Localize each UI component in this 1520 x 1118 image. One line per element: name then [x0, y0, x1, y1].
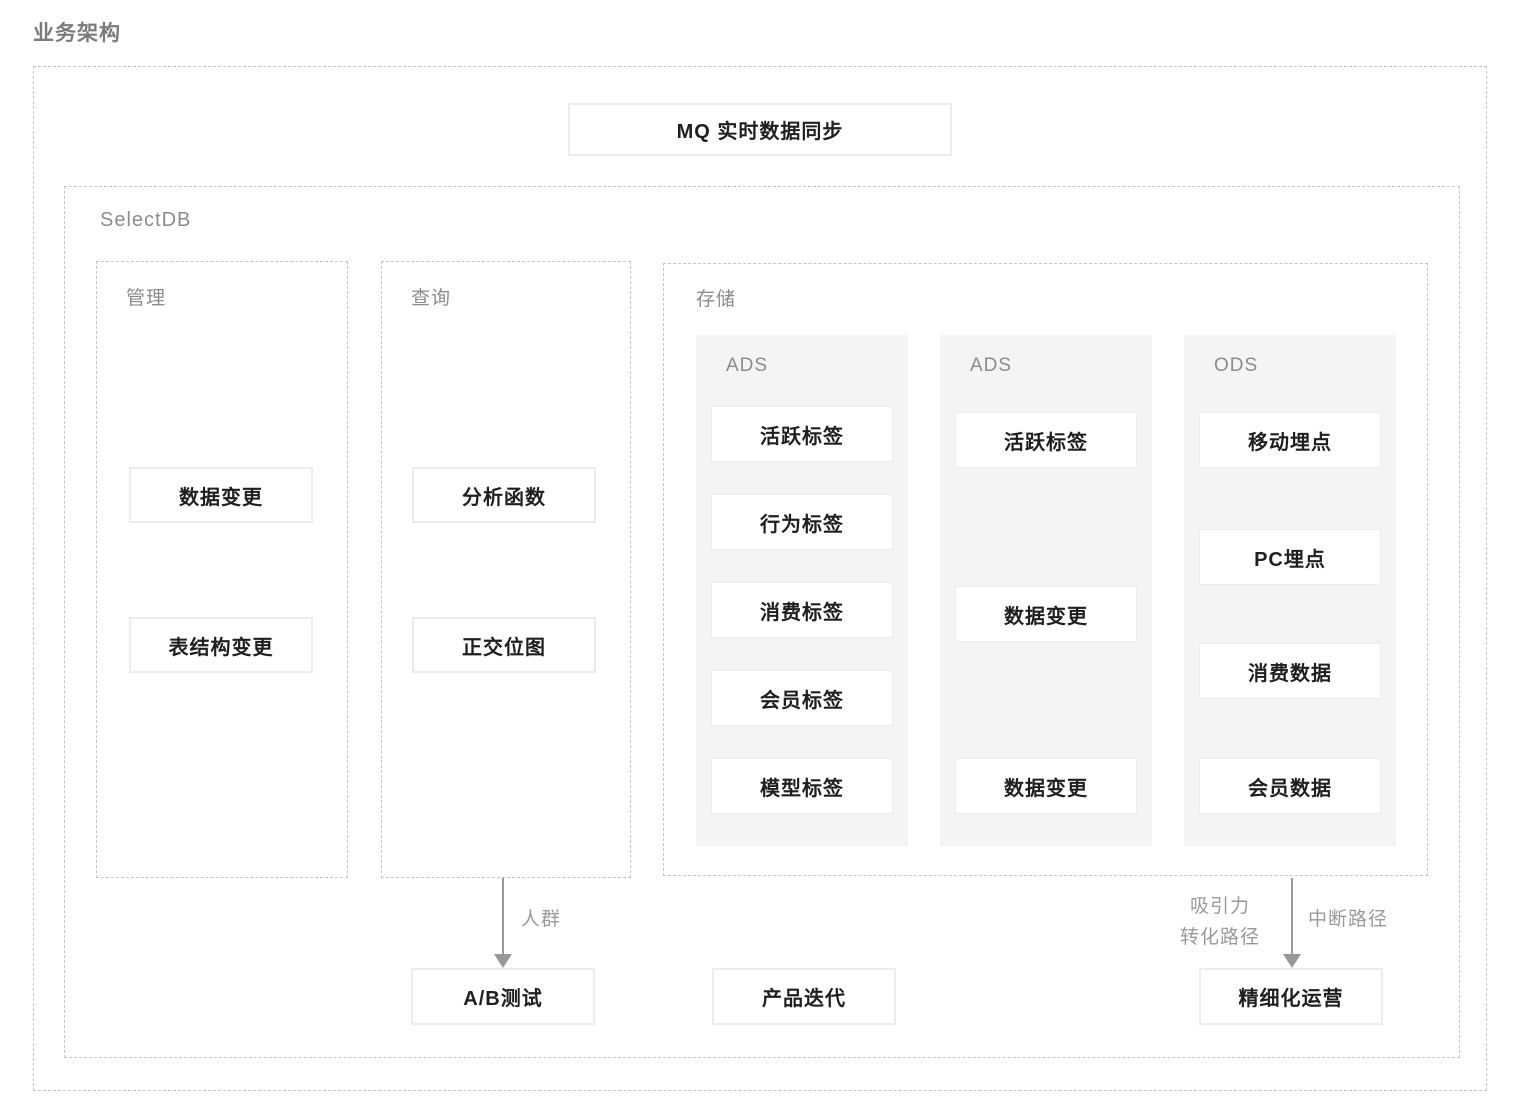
selectdb-group: SelectDB 管理 数据变更 表结构变更 查询 分析函数 正交位图 存储 A…: [64, 186, 1460, 1058]
arrow-path-line: [1291, 878, 1293, 956]
node-member-tags: 会员标签: [711, 670, 893, 726]
manage-group: 管理 数据变更 表结构变更: [96, 261, 348, 878]
storage-label: 存储: [696, 289, 737, 310]
ads-1-label: ADS: [726, 355, 769, 376]
node-data-change-2: 数据变更: [955, 586, 1137, 642]
node-model-tags: 模型标签: [711, 758, 893, 814]
node-data-change-3: 数据变更: [955, 758, 1137, 814]
arrow-crowd-line: [502, 878, 504, 956]
query-group: 查询 分析函数 正交位图: [381, 261, 631, 878]
outer-architecture-container: [33, 66, 1487, 1091]
storage-column-ads-2: ADS 活跃标签 数据变更 数据变更: [940, 335, 1152, 846]
node-pc-tracking: PC埋点: [1199, 529, 1381, 585]
node-table-schema-change: 表结构变更: [129, 617, 313, 673]
storage-group: 存储 ADS 活跃标签 行为标签 消费标签 会员标签 模型标签 ADS 活跃标签…: [663, 263, 1428, 876]
edge-label-interrupt: 中断路径: [1308, 909, 1389, 930]
selectdb-label: SelectDB: [100, 209, 192, 231]
node-active-tags: 活跃标签: [711, 406, 893, 462]
node-mobile-tracking: 移动埋点: [1199, 412, 1381, 468]
node-ab-test: A/B测试: [411, 968, 595, 1025]
edge-label-attraction-line2: 转化路径: [1179, 927, 1260, 948]
storage-column-ads-1: ADS 活跃标签 行为标签 消费标签 会员标签 模型标签: [696, 335, 908, 846]
node-orthogonal-bitmap: 正交位图: [412, 617, 596, 673]
node-product-iteration: 产品迭代: [712, 968, 896, 1025]
edge-label-attraction-conversion: 吸引力 转化路径: [1150, 891, 1290, 953]
ods-label: ODS: [1214, 355, 1259, 376]
page-title: 业务架构: [33, 22, 121, 45]
edge-label-attraction-line1: 吸引力: [1189, 896, 1250, 917]
node-behavior-tags: 行为标签: [711, 494, 893, 550]
storage-column-ods: ODS 移动埋点 PC埋点 消费数据 会员数据: [1184, 335, 1396, 846]
node-active-tags-2: 活跃标签: [955, 412, 1137, 468]
node-mq-realtime-sync: MQ 实时数据同步: [568, 103, 952, 156]
node-refined-operation: 精细化运营: [1199, 968, 1383, 1025]
node-member-data: 会员数据: [1199, 758, 1381, 814]
edge-label-crowd: 人群: [521, 909, 562, 930]
node-analysis-function: 分析函数: [412, 467, 596, 523]
node-consumption-tags: 消费标签: [711, 582, 893, 638]
node-data-change: 数据变更: [129, 467, 313, 523]
node-consumption-data: 消费数据: [1199, 643, 1381, 699]
query-label: 查询: [411, 288, 452, 309]
arrow-crowd-head: [494, 954, 512, 968]
ads-2-label: ADS: [970, 355, 1013, 376]
manage-label: 管理: [126, 288, 167, 309]
arrow-path-head: [1283, 954, 1301, 968]
